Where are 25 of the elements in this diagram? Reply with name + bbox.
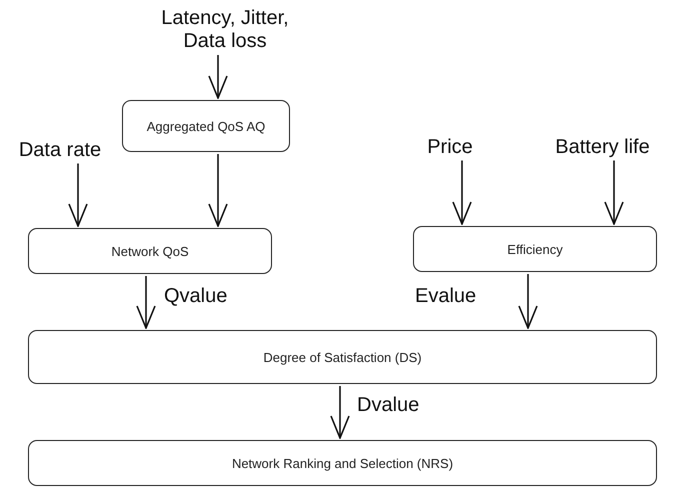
edge-label: Qvalue [164,285,228,308]
process-box [28,228,272,274]
box-label: Network QoS [111,244,189,258]
box-label: Efficiency [507,242,563,256]
arrow [518,274,538,329]
process-box [413,226,657,272]
box-label: Aggregated QoS AQ [146,118,266,134]
box-label: Degree of Satisfaction (DS) [263,350,422,364]
process-box [28,330,657,384]
arrow [604,160,624,225]
input-label: Data rate [18,138,102,162]
arrow [452,160,472,225]
edge-label: Dvalue [357,394,420,417]
edge-label: Evalue [415,285,476,308]
input-label: Battery life [555,136,650,158]
arrow [68,164,88,227]
input-label: Price [427,136,473,158]
arrow [330,386,350,439]
box-label: Network Ranking and Selection (NRS) [232,456,454,470]
arrow [136,276,156,329]
process-box [28,440,657,486]
arrow [208,55,228,99]
process-box [122,100,290,152]
input-label: Latency, Jitter, Data loss [160,7,290,53]
arrow [208,154,228,227]
